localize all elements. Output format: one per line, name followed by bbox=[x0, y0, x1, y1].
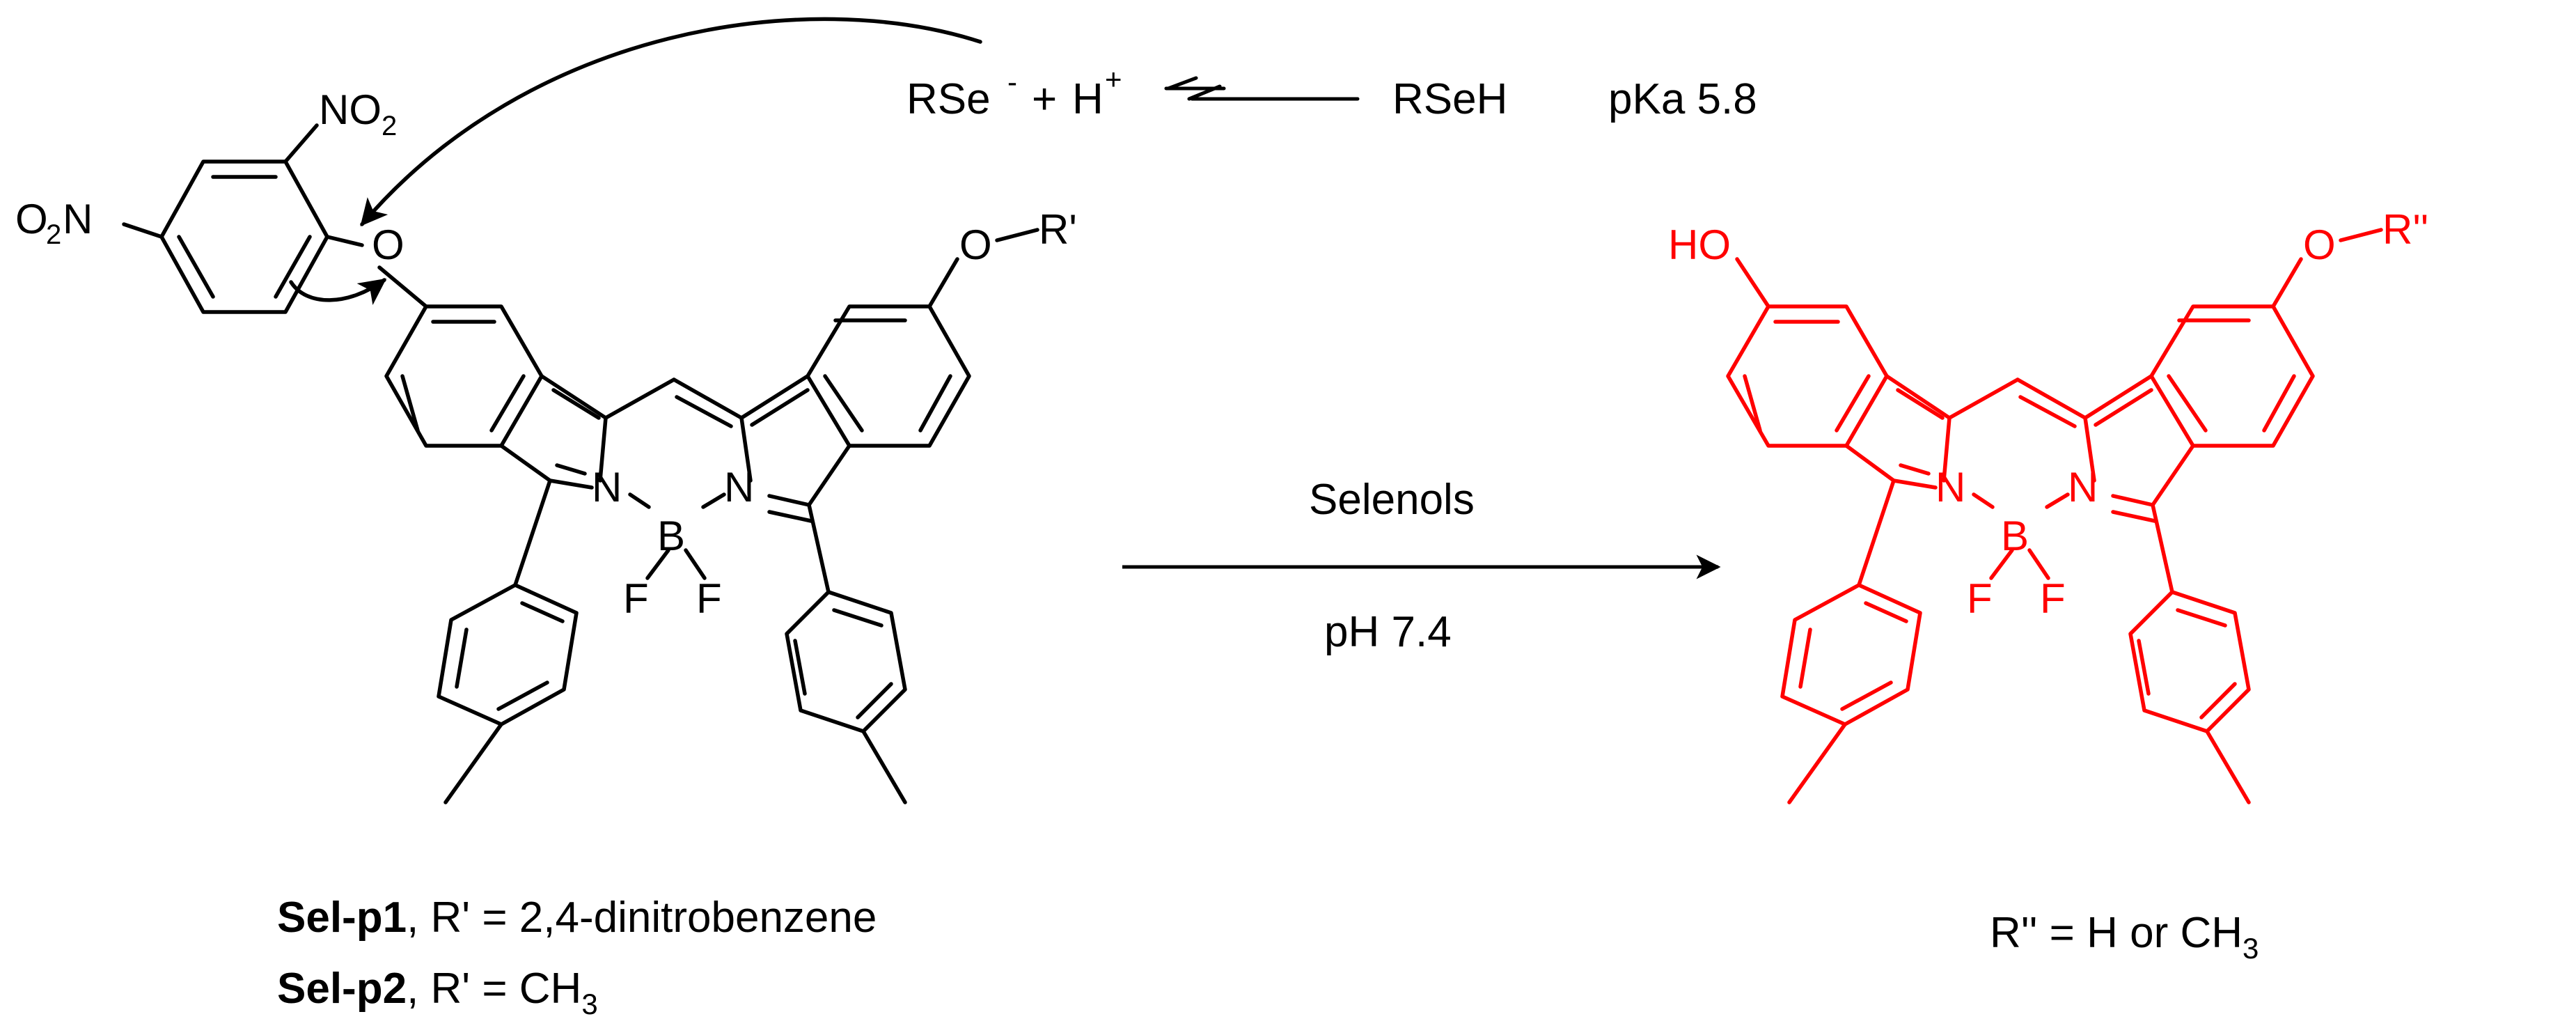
caption-sel-p2-definition: , R' = CH bbox=[407, 965, 581, 1013]
reactant-fluorine-left: F bbox=[623, 575, 649, 622]
equilibrium-proton: H bbox=[1072, 75, 1104, 123]
product-fluorine-left: F bbox=[1967, 575, 1993, 622]
product-hydroxyl: HO bbox=[1668, 221, 1731, 268]
equilibrium-anion-charge: - bbox=[1007, 65, 1017, 98]
nitro-left-oxygen: O bbox=[15, 196, 48, 242]
nitro-left-subscript: 2 bbox=[46, 219, 61, 250]
reactant-caption-line-2: Sel-p2, R' = CH3 bbox=[277, 965, 598, 1020]
reactant-structure: NO 2 O 2 N O bbox=[15, 86, 1077, 804]
reactant-right-oxygen: O bbox=[959, 221, 992, 268]
selenol-equilibrium: RSe - + H + RSeH pKa 5.8 bbox=[906, 63, 1757, 123]
reactant-boron: B bbox=[657, 513, 685, 559]
equilibrium-reverse-head bbox=[1166, 76, 1198, 91]
caption-sel-p1-definition: , R' = 2,4-dinitrobenzene bbox=[407, 894, 877, 942]
product-caption-subscript: 3 bbox=[2243, 932, 2259, 965]
product-boron: B bbox=[2001, 513, 2029, 559]
reactant-nitrogen-left: N bbox=[592, 464, 622, 511]
dinitrophenyl-ring bbox=[122, 123, 364, 314]
caption-sel-p2-subscript: 3 bbox=[581, 988, 597, 1020]
nitro-left-nitrogen: N bbox=[63, 196, 93, 242]
equilibrium-proton-charge: + bbox=[1105, 63, 1122, 95]
product-structure: HO O R'' N N B F F bbox=[1668, 206, 2428, 804]
product-labels: HO O R'' N N B F F bbox=[1668, 206, 2428, 622]
product-fluorine-right: F bbox=[2040, 575, 2066, 622]
reactant-fluorine-right: F bbox=[696, 575, 722, 622]
equilibrium-selenolate: RSe bbox=[906, 75, 991, 123]
equilibrium-plus: + bbox=[1032, 75, 1057, 123]
product-caption-text: R'' = H or CH3 bbox=[1990, 909, 2259, 965]
reaction-condition: pH 7.4 bbox=[1324, 608, 1452, 656]
product-nitrogen-left: N bbox=[1935, 464, 1965, 511]
nitro-top-subscript: 2 bbox=[382, 111, 397, 141]
nitro-top-label: NO bbox=[319, 86, 382, 133]
reactant-caption: Sel-p1, R' = 2,4-dinitrobenzene Sel-p2, … bbox=[277, 894, 877, 1020]
reactant-right-r-group: R' bbox=[1039, 206, 1077, 253]
ether-oxygen-label: O bbox=[372, 221, 405, 268]
equilibrium-arrows bbox=[1164, 76, 1360, 101]
product-caption-main: R'' = H or CH bbox=[1990, 909, 2243, 957]
equilibrium-pka: pKa 5.8 bbox=[1608, 75, 1757, 123]
product-nitrogen-right: N bbox=[2068, 464, 2098, 511]
product-right-r-group: R'' bbox=[2382, 206, 2428, 253]
reactant-caption-line-1: Sel-p1, R' = 2,4-dinitrobenzene bbox=[277, 894, 877, 942]
caption-sel-p1: Sel-p1 bbox=[277, 894, 407, 942]
nucleophilic-attack-arrow bbox=[360, 17, 982, 226]
reactant-left-benzo bbox=[377, 228, 1039, 804]
reaction-reagent: Selenols bbox=[1309, 476, 1475, 524]
product-caption: R'' = H or CH3 bbox=[1990, 909, 2259, 965]
product-bonds bbox=[1726, 228, 2383, 804]
caption-sel-p2: Sel-p2 bbox=[277, 965, 407, 1013]
equilibrium-selenol: RSeH bbox=[1392, 75, 1507, 123]
reactant-nitrogen-right: N bbox=[724, 464, 754, 511]
reaction-arrow-group: Selenols pH 7.4 bbox=[1122, 476, 1721, 656]
product-right-oxygen: O bbox=[2303, 221, 2336, 268]
electron-push-arrow bbox=[289, 278, 387, 305]
